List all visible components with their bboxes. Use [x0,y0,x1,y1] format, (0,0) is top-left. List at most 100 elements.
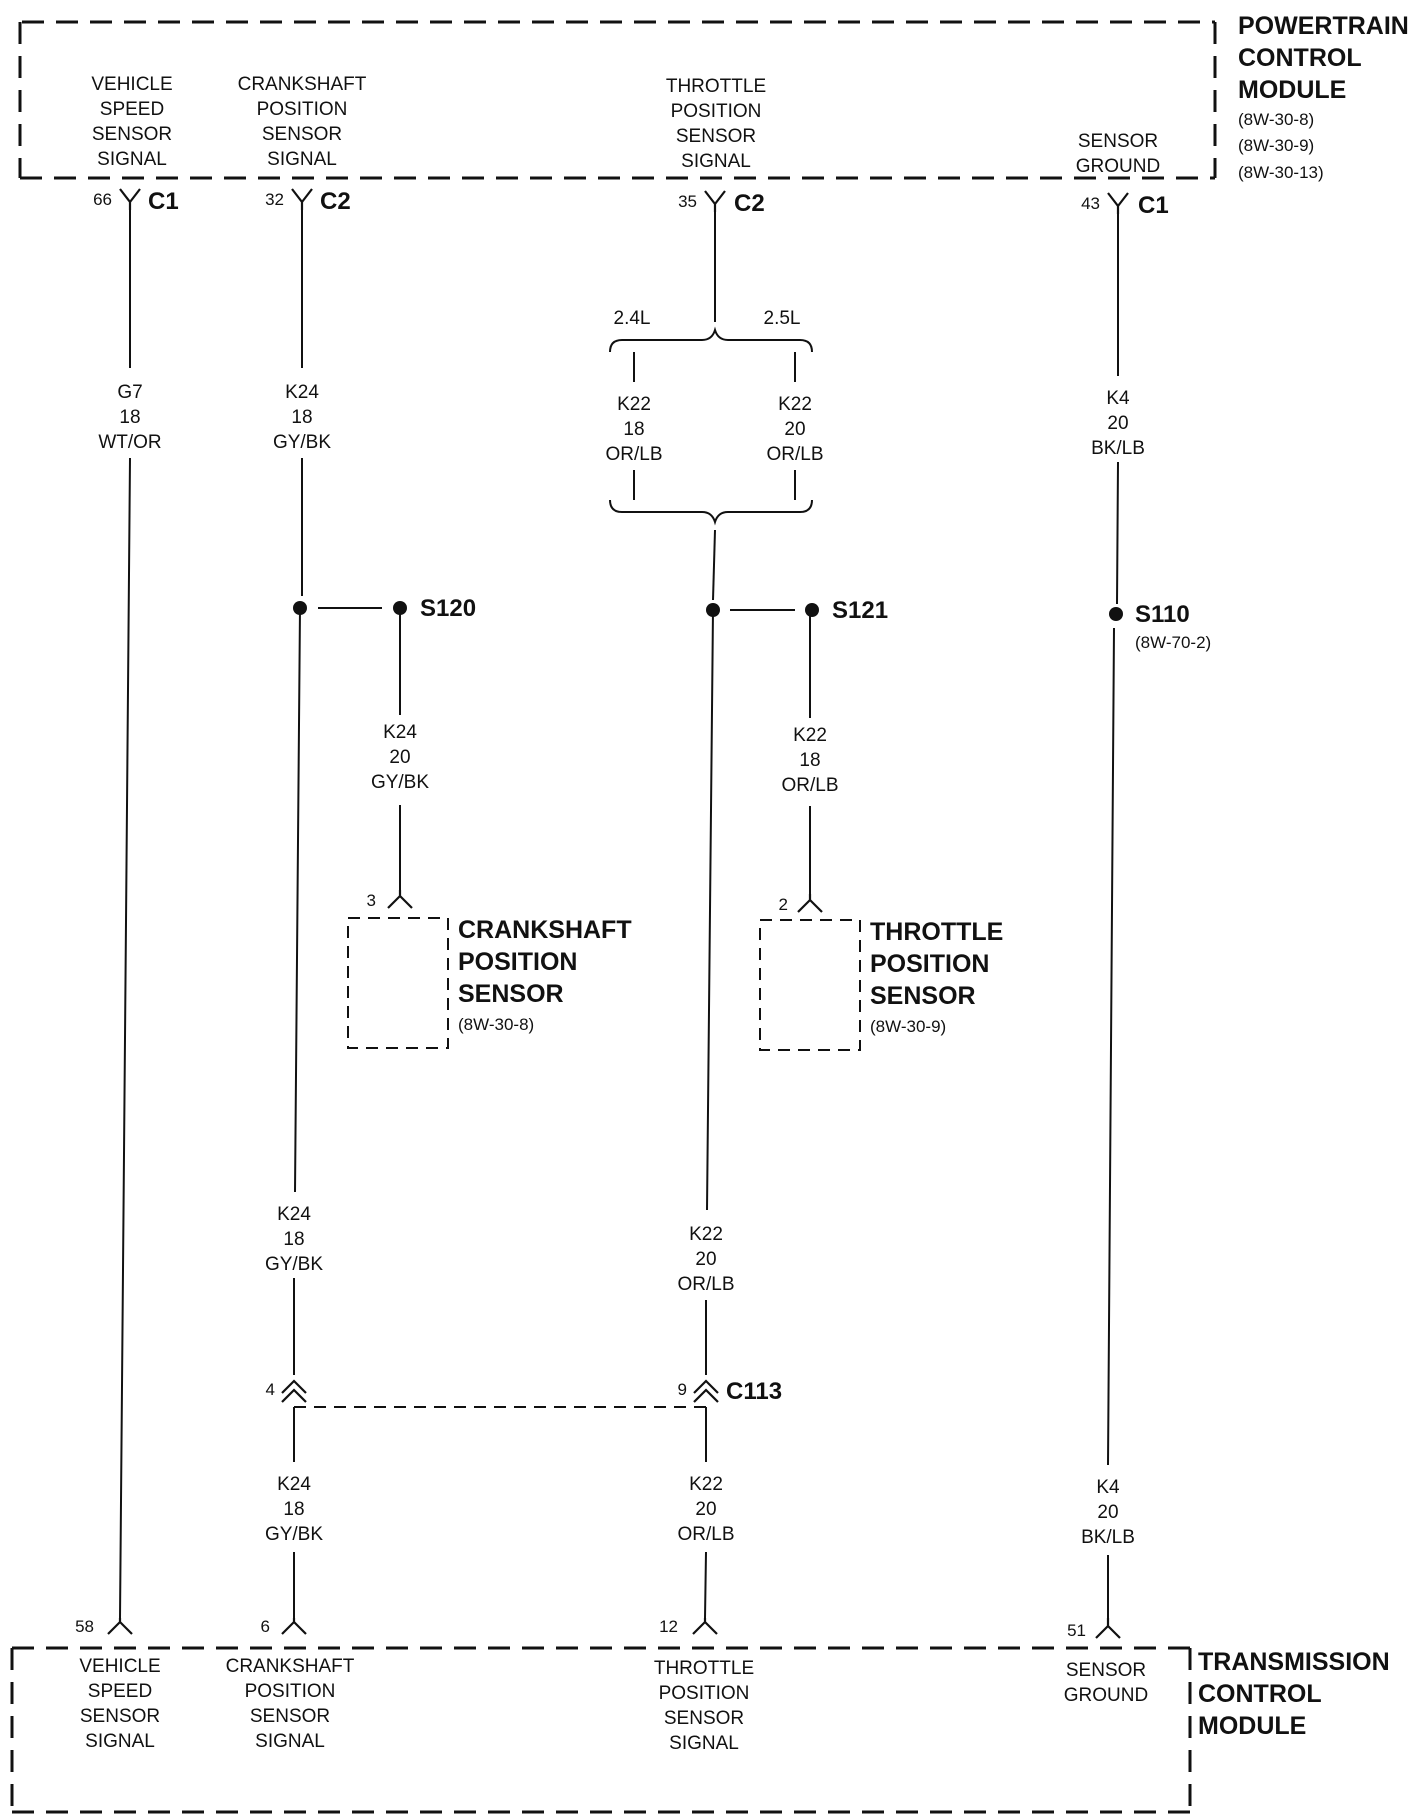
cavity-number: 43 [1081,194,1100,213]
connector-id: C2 [734,190,765,217]
cavity-number: 6 [261,1617,270,1636]
tcm-pin-label: SIGNAL [255,1731,325,1752]
cavity-number: 3 [367,891,376,910]
sensor-title: SENSOR [458,980,564,1008]
tcm-pin-label: POSITION [659,1683,750,1704]
splice-ref: (8W-70-2) [1135,633,1211,652]
sensor-ref: (8W-30-9) [870,1017,946,1036]
wire-color: GY/BK [265,1254,323,1275]
pcm-ref-1: (8W-30-8) [1238,110,1314,129]
wire-color: BK/LB [1081,1527,1135,1548]
wire-circuit: K24 [277,1204,311,1225]
wire-vss: G7 18 WT/OR [98,210,162,1619]
wire-circuit: K22 [793,725,827,746]
wire-color: OR/LB [605,444,662,465]
pcm-pin-label: SIGNAL [681,151,751,172]
cavity-number: 35 [678,192,697,211]
wire-circuit: K22 [689,1224,723,1245]
sensor-title: POSITION [458,948,577,976]
wire-gauge: 18 [283,1499,304,1520]
pcm-pin-label: POSITION [257,99,348,120]
pcm-pin-label: SENSOR [262,124,342,145]
connector-id: C2 [320,188,351,215]
wire-circuit: K22 [778,394,812,415]
wire-ground: K4 20 BK/LB K4 20 BK/LB [1081,214,1145,1618]
pcm-pin-label: SIGNAL [97,149,167,170]
wire-ckp-branch: K24 20 GY/BK 3 [367,608,429,910]
pcm-title-line-1: POWERTRAIN [1238,12,1408,40]
tcm-pin-label: SIGNAL [669,1733,739,1754]
sensor-title: POSITION [870,950,989,978]
sensor-title: CRANKSHAFT [458,916,632,944]
connector-id: C113 [726,1378,782,1405]
pcm-pin-label: SENSOR [1078,131,1158,152]
wire-gauge: 18 [119,407,140,428]
wire-tps-upper: 2.4L 2.5L K22 18 OR/LB K22 20 OR/LB [605,212,824,601]
tcm-pin-label: SIGNAL [85,1731,155,1752]
wire-gauge: 20 [695,1499,716,1520]
sensor-ref: (8W-30-8) [458,1015,534,1034]
sensor-title: SENSOR [870,982,976,1010]
wire-gauge: 18 [623,419,644,440]
wire-ckp-lower: K24 18 GY/BK [265,1407,323,1618]
tcm-connector-vss: 58 [75,1617,133,1636]
tcm-pin-label: GROUND [1064,1685,1148,1706]
wire-tps-lower: K22 20 OR/LB [677,1407,735,1619]
splice-id: S121 [832,597,888,624]
cavity-number: 66 [93,190,112,209]
tcm-pin-vss: VEHICLE SPEED SENSOR SIGNAL [79,1656,160,1752]
cavity-number: 4 [266,1380,275,1399]
tcm-pin-tps: THROTTLE POSITION SENSOR SIGNAL [654,1658,754,1754]
wire-gauge: 18 [799,750,820,771]
pcm-pin-ground: SENSOR GROUND [1076,131,1160,177]
tps-sensor: THROTTLE POSITION SENSOR (8W-30-9) [759,918,1003,1051]
cavity-number: 32 [265,190,284,209]
wire-circuit: K24 [285,382,319,403]
wire-color: OR/LB [677,1524,734,1545]
splice-id: S110 [1135,601,1190,628]
cavity-number: 2 [779,895,788,914]
cavity-number: 51 [1067,1621,1086,1640]
engine-option-2.5l: 2.5L [764,308,801,329]
wire-circuit: K4 [1106,388,1130,409]
pcm-title-line-3: MODULE [1238,76,1346,104]
wire-gauge: 20 [1107,413,1128,434]
wire-gauge: 20 [695,1249,716,1270]
connector-c113: 4 9 C113 [266,1378,782,1408]
wire-color: GY/BK [273,432,331,453]
wire-circuit: K22 [617,394,651,415]
tcm-pin-label: VEHICLE [79,1656,160,1677]
tcm-pin-ckp: CRANKSHAFT POSITION SENSOR SIGNAL [226,1656,355,1752]
tcm-connector-ground: 51 [1067,1618,1121,1640]
splice-id: S120 [420,595,476,622]
wire-ckp-upper: K24 18 GY/BK [273,210,331,596]
pcm-ref-2: (8W-30-9) [1238,136,1314,155]
pcm-module: POWERTRAIN CONTROL MODULE (8W-30-8) (8W-… [18,12,1408,182]
pcm-pin-label: GROUND [1076,156,1160,177]
splice-s120: S120 [293,595,476,622]
wire-gauge: 20 [784,419,805,440]
wire-color: BK/LB [1091,438,1145,459]
pcm-pin-label: SENSOR [676,126,756,147]
tcm-module: TRANSMISSION CONTROL MODULE [10,1646,1390,1814]
wire-tps-branch: K22 18 OR/LB 2 [779,610,839,914]
tcm-pin-label: SENSOR [250,1706,330,1727]
wire-circuit: K24 [277,1474,311,1495]
connector-id: C1 [1138,192,1169,219]
pcm-pin-label: VEHICLE [91,74,172,95]
wire-gauge: 18 [283,1229,304,1250]
sensor-title: THROTTLE [870,918,1003,946]
engine-option-2.4l: 2.4L [614,308,651,329]
pcm-title-line-2: CONTROL [1238,44,1362,72]
pcm-connector-ckp: 32 C2 [265,188,351,215]
ckp-sensor: CRANKSHAFT POSITION SENSOR (8W-30-8) [347,916,632,1049]
pcm-pin-label: THROTTLE [666,76,766,97]
tcm-pin-label: SENSOR [1066,1660,1146,1681]
wire-gauge: 18 [291,407,312,428]
wire-color: WT/OR [98,432,161,453]
tcm-title-line-2: CONTROL [1198,1680,1322,1708]
cavity-number: 58 [75,1617,94,1636]
wire-gauge: 20 [389,747,410,768]
tcm-title-line-3: MODULE [1198,1712,1306,1740]
